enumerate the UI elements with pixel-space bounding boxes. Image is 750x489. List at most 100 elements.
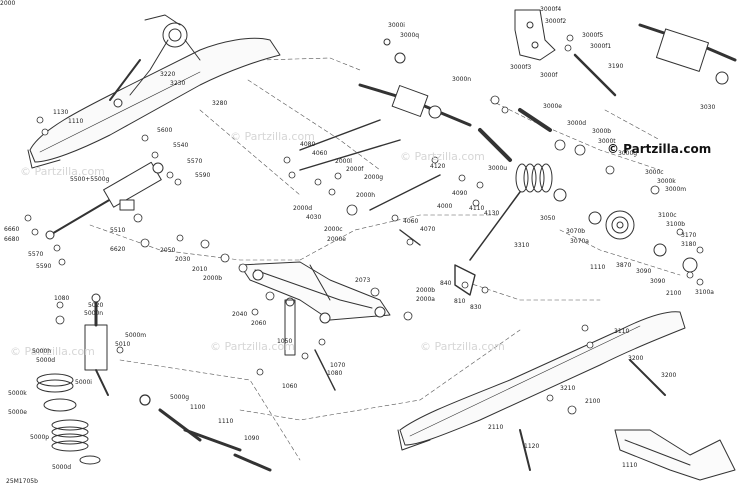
part-callout-label: 2073 <box>355 277 371 284</box>
part-callout-label: 5510 <box>110 227 126 234</box>
part-callout-label: 2000c <box>324 226 343 233</box>
part-callout-label: 3000g <box>618 150 638 157</box>
part-callout-label: 1110 <box>622 462 638 469</box>
watermark: © Partzilla.com <box>230 130 315 143</box>
part-callout-label: 3000i <box>388 22 405 29</box>
part-callout-label: 4110 <box>469 205 485 212</box>
part-callout-label: 4000 <box>437 203 453 210</box>
part-callout-label: 2100 <box>666 290 682 297</box>
part-callout-label: 6680 <box>4 236 20 243</box>
torsion-spring <box>469 163 553 261</box>
part-callout-label: 3000u <box>488 165 508 172</box>
part-callout-label: 3100a <box>695 289 714 296</box>
part-callout-label: 3000b <box>592 128 612 135</box>
suspension-arm <box>239 261 391 356</box>
part-callout-label: 3070a <box>570 238 589 245</box>
watermark: © Partzilla.com <box>20 165 105 178</box>
part-callout-label: 2060 <box>251 320 267 327</box>
part-callout-label: 5500+5500g <box>70 176 110 183</box>
part-callout-label: 3190 <box>608 63 624 70</box>
rear-rail-right <box>397 311 686 451</box>
assembly-dashed-lines <box>89 57 681 461</box>
shaft-far-right <box>638 23 737 85</box>
part-callout-label: 3000m <box>665 186 687 193</box>
watermark: © Partzilla.com <box>210 340 295 353</box>
part-callout-label: 2010 <box>192 266 208 273</box>
part-callout-label: 5570 <box>187 158 203 165</box>
part-callout-label: 2000h <box>356 192 376 199</box>
part-callout-label: 3000t <box>598 138 616 145</box>
part-callout-label: 4060 <box>312 150 328 157</box>
part-callout-label: 6620 <box>110 246 126 253</box>
drawing-code: 25M1705b <box>6 478 38 485</box>
part-callout-label: 2100 <box>585 398 601 405</box>
part-callout-label: 3280 <box>212 100 228 107</box>
part-callout-label: 3100b <box>666 221 686 228</box>
part-callout-label: 2000a <box>416 296 435 303</box>
part-callout-label: 2000l <box>335 158 352 165</box>
part-callout-label: 2000e <box>327 236 346 243</box>
part-callout-label: 3180 <box>681 241 697 248</box>
part-callout-label: 5000i <box>75 379 92 386</box>
part-callout-label: 3000d <box>567 120 587 127</box>
bottom-pins <box>139 394 272 472</box>
part-callout-label: 3000f2 <box>545 18 567 25</box>
part-callout-label: 3000f5 <box>582 32 604 39</box>
part-callout-label: 3170 <box>681 232 697 239</box>
part-callout-label: 1110 <box>590 264 606 271</box>
part-callout-label: 5000n <box>84 310 104 317</box>
part-callout-label: 3110 <box>614 328 630 335</box>
front-rail-left <box>27 14 281 169</box>
part-callout-label: 5020 <box>88 302 104 309</box>
part-callout-label: 4070 <box>420 226 436 233</box>
front-shock <box>45 161 164 240</box>
part-callout-label: 3230 <box>170 80 186 87</box>
part-callout-label: 3000e <box>543 103 562 110</box>
part-callout-label: 1110 <box>218 418 234 425</box>
bracket-top-right <box>514 9 617 97</box>
part-callout-label: 5000g <box>170 394 190 401</box>
idler-wheel <box>553 188 698 273</box>
part-callout-label: 1100 <box>190 404 206 411</box>
part-callout-label: 3200 <box>628 355 644 362</box>
spring-stack <box>36 373 101 465</box>
part-callout-label: 3210 <box>560 385 576 392</box>
part-callout-label: 5000k <box>8 390 27 397</box>
part-callout-label: 3050 <box>540 215 556 222</box>
part-callout-label: 1080 <box>327 370 343 377</box>
part-callout-label: 1110 <box>68 118 84 125</box>
part-callout-label: 4030 <box>306 214 322 221</box>
part-callout-label: 3000k <box>657 178 676 185</box>
part-callout-label: 5010 <box>115 341 131 348</box>
part-callout-label: 5600 <box>157 127 173 134</box>
part-callout-label: 3000q <box>400 32 420 39</box>
part-callout-label: 2000 <box>0 0 16 7</box>
watermark: © Partzilla.com <box>420 340 505 353</box>
part-callout-label: 3070b <box>566 228 586 235</box>
part-callout-label: 2050 <box>160 247 176 254</box>
part-callout-label: 4120 <box>430 163 446 170</box>
part-callout-label: 4060 <box>403 218 419 225</box>
part-callout-label: 840 <box>440 280 452 287</box>
part-callout-label: 5000e <box>8 409 27 416</box>
part-callout-label: 3220 <box>160 71 176 78</box>
part-callout-label: 2000b <box>416 287 436 294</box>
watermark: © Partzilla.com <box>10 345 95 358</box>
part-callout-label: 3030 <box>700 104 716 111</box>
part-callout-label: 1080 <box>54 295 70 302</box>
part-callout-label: 2040 <box>232 311 248 318</box>
part-callout-label: 2110 <box>488 424 504 431</box>
links-and-rods <box>299 108 552 391</box>
part-callout-label: 1070 <box>330 362 346 369</box>
rear-shaft-assembly <box>358 38 472 127</box>
part-callout-label: 5570 <box>28 251 44 258</box>
part-callout-label: 3200 <box>661 372 677 379</box>
part-callout-label: 5000p <box>30 434 50 441</box>
part-callout-label: 4080 <box>300 141 316 148</box>
part-callout-label: 4130 <box>484 210 500 217</box>
rear-arm-bottom-right <box>519 359 736 481</box>
part-callout-label: 3310 <box>514 242 530 249</box>
part-callout-label: 3000f <box>540 72 558 79</box>
